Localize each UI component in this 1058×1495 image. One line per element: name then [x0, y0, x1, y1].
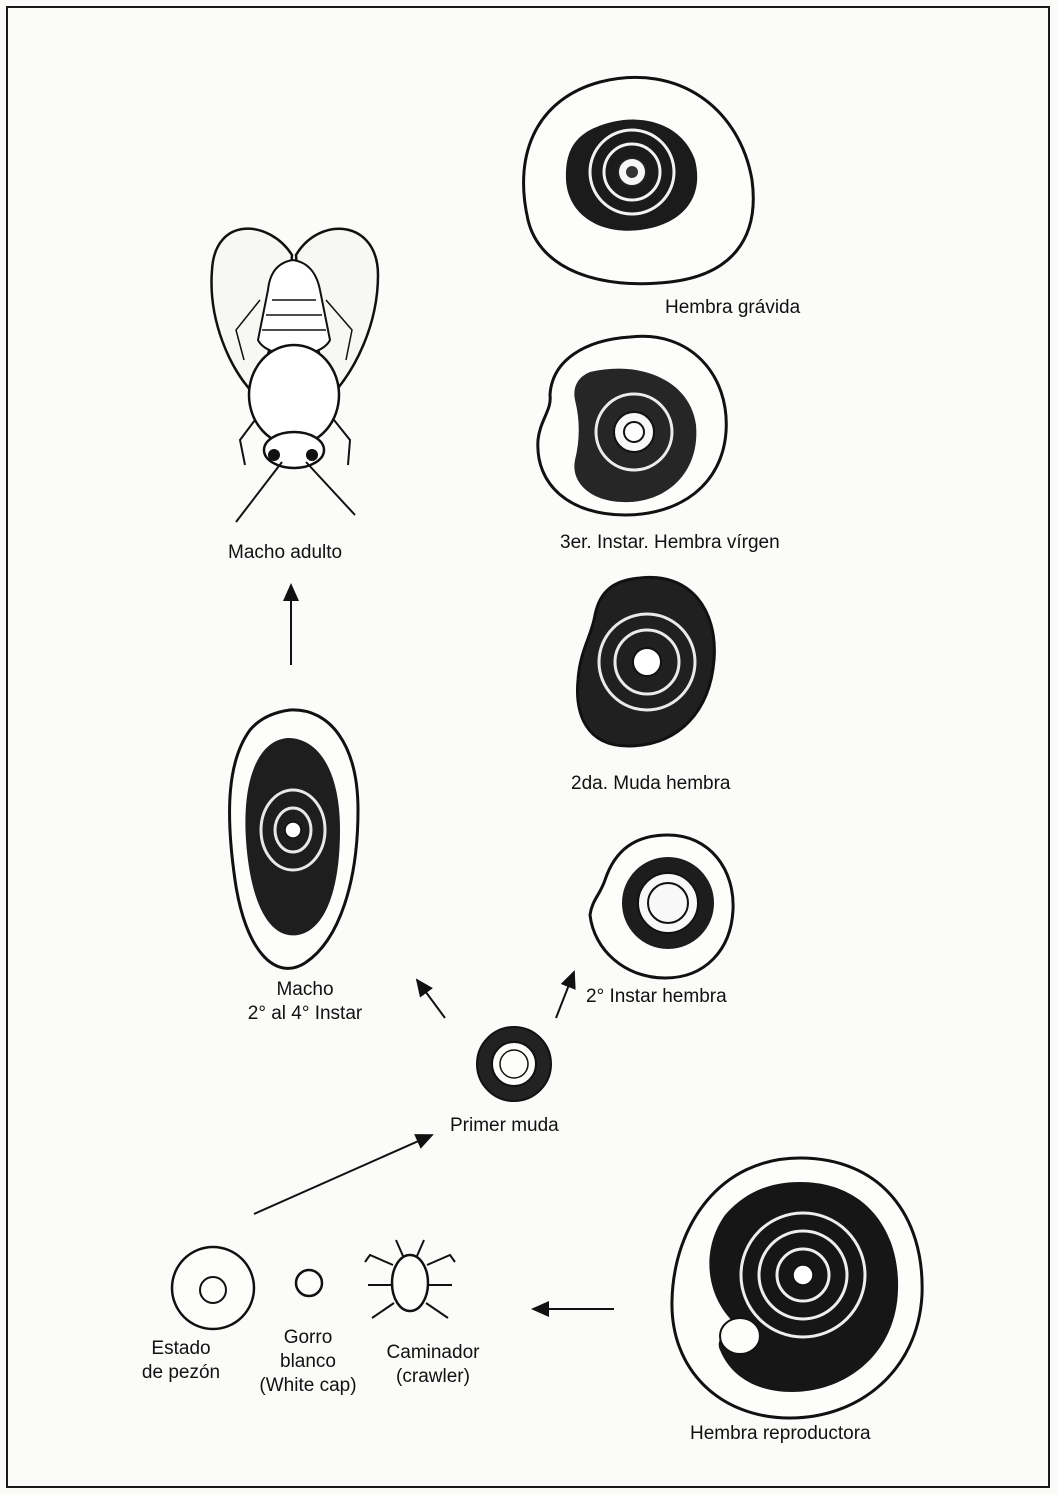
- arrow-to-male-instar: [417, 980, 445, 1018]
- arrow-to-second-instar: [556, 972, 574, 1018]
- crawler-insect: [365, 1240, 455, 1318]
- reproductive-female-scale: [672, 1158, 922, 1418]
- label-macho-line1: Macho: [230, 978, 380, 1002]
- second-instar-female-scale: [590, 835, 733, 978]
- male-instar-scale: [230, 710, 358, 968]
- label-gorro-blanco: Gorro blanco (White cap): [248, 1326, 368, 1398]
- label-caminador-line2: (crawler): [375, 1365, 491, 1389]
- label-macho-adulto: Macho adulto: [228, 541, 342, 565]
- third-instar-scale: [538, 336, 726, 515]
- label-macho-instar: Macho 2° al 4° Instar: [230, 978, 380, 1026]
- label-hembra-reproductora: Hembra reproductora: [690, 1422, 871, 1446]
- gravid-female-scale: [524, 77, 754, 283]
- label-gorro-line2: blanco: [248, 1350, 368, 1374]
- label-hembra-gravida: Hembra grávida: [665, 296, 800, 320]
- label-caminador: Caminador (crawler): [375, 1341, 491, 1389]
- label-caminador-line1: Caminador: [375, 1341, 491, 1365]
- first-molt-scale: [477, 1027, 551, 1101]
- arrow-to-first-molt: [254, 1135, 432, 1214]
- adult-male-insect: [212, 229, 378, 522]
- white-cap-scale: [296, 1270, 322, 1296]
- label-estado-line2: de pezón: [132, 1361, 230, 1385]
- label-tercer-instar: 3er. Instar. Hembra vírgen: [560, 531, 780, 555]
- label-estado-line1: Estado: [132, 1337, 230, 1361]
- label-segundo-instar: 2° Instar hembra: [586, 985, 727, 1009]
- label-segunda-muda: 2da. Muda hembra: [571, 772, 731, 796]
- nipple-stage-scale: [172, 1247, 254, 1329]
- label-macho-line2: 2° al 4° Instar: [230, 1002, 380, 1026]
- label-estado-pezon: Estado de pezón: [132, 1337, 230, 1385]
- second-molt-female-scale: [578, 577, 715, 746]
- label-primer-muda: Primer muda: [450, 1114, 559, 1138]
- label-gorro-line1: Gorro: [248, 1326, 368, 1350]
- label-gorro-line3: (White cap): [248, 1374, 368, 1398]
